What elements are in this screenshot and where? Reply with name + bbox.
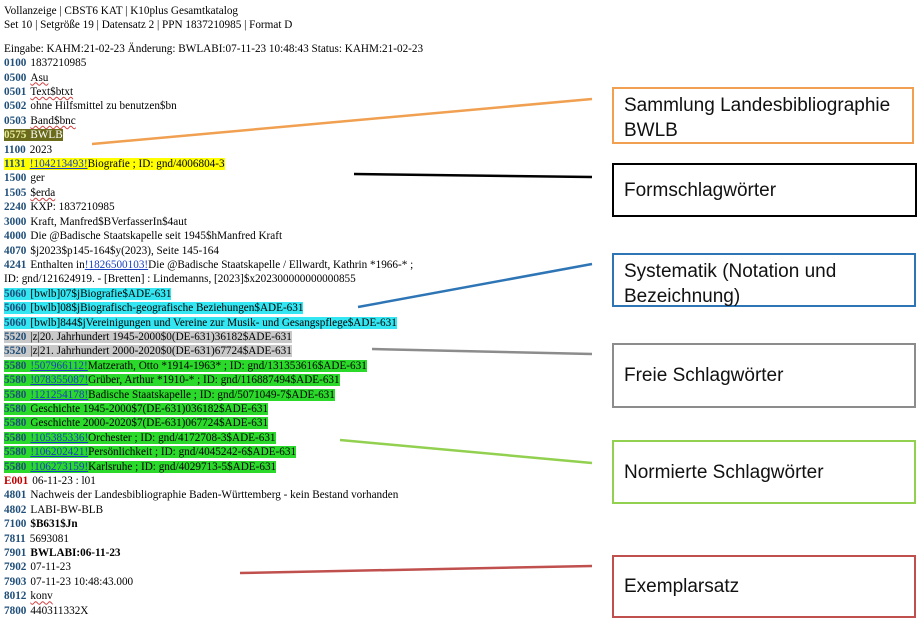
connector-freie: [371, 347, 593, 356]
label-exemplarsatz: Exemplarsatz: [612, 555, 916, 618]
field-7100: 7100$B631$Jn: [4, 518, 78, 531]
field-4241-cont: ID: gnd/121624919. - [Bretten] : Lindema…: [4, 273, 356, 286]
header-line-2: Set 10 | Setgröße 19 | Datensatz 2 | PPN…: [4, 19, 293, 32]
gnd-link[interactable]: !121254178!: [30, 388, 89, 401]
connector-sammlung: [91, 97, 593, 146]
gnd-link[interactable]: !106273159!: [30, 460, 89, 473]
gnd-link[interactable]: !105385336!: [30, 431, 89, 444]
connector-normiert: [339, 438, 593, 465]
field-1131: 1131!104213493!Biografie ; ID: gnd/40068…: [4, 158, 225, 171]
field-5060-b: 5060[bwlb]08$jBiografisch-geografische B…: [4, 302, 304, 315]
field-4070: 4070$j2023$p145-164$y(2023), Seite 145-1…: [4, 244, 219, 257]
field-5580-7: 5580!106202421!Persönlichkeit ; ID: gnd/…: [4, 446, 297, 459]
field-5580-6: 5580!105385336!Orchester ; ID: gnd/41727…: [4, 431, 276, 444]
field-1505: 1505$erda: [4, 186, 56, 199]
label-freie-schlagwoerter: Freie Schlagwörter: [612, 343, 916, 408]
connector-systematik: [357, 262, 593, 309]
label-normierte-schlagwoerter: Normierte Schlagwörter: [612, 440, 916, 504]
status-line: Eingabe: KAHM:21-02-23 Änderung: BWLABI:…: [4, 42, 424, 55]
field-5580-3: 5580!121254178!Badische Staatskapelle ; …: [4, 388, 335, 401]
ppn-link[interactable]: !1826500103!: [84, 258, 149, 271]
field-5580-2: 5580!078355087!Grüber, Arthur *1910-* ; …: [4, 374, 340, 387]
field-5520-a: 5520|z|20. Jahrhundert 1945-2000$0(DE-63…: [4, 330, 292, 343]
label-sammlung: Sammlung Landesbibliographie BWLB: [612, 87, 914, 144]
field-5060-a: 5060[bwlb]07$jBiografie$ADE-631: [4, 287, 172, 300]
gnd-link[interactable]: !507966112!: [30, 359, 88, 372]
gnd-link[interactable]: !104213493!: [29, 158, 88, 171]
header-line-1: Vollanzeige | CBST6 KAT | K10plus Gesamt…: [4, 5, 239, 17]
connector-form: [353, 172, 593, 179]
label-systematik: Systematik (Notation und Bezeichnung): [612, 253, 916, 307]
connector-exemplar: [239, 564, 593, 575]
gnd-link[interactable]: !106202421!: [30, 446, 89, 459]
field-5580-1: 5580!507966112!Matzerath, Otto *1914-196…: [4, 359, 367, 372]
catalog-record: Vollanzeige | CBST6 KAT | K10plus Gesamt…: [4, 4, 474, 618]
gnd-link[interactable]: !078355087!: [30, 374, 89, 387]
field-5520-b: 5520|z|21. Jahrhundert 2000-2020$0(DE-63…: [4, 345, 292, 358]
field-5580-8: 5580!106273159!Karlsruhe ; ID: gnd/40297…: [4, 460, 277, 473]
label-formschlagwoerter: Formschlagwörter: [612, 163, 917, 217]
field-5060-c: 5060[bwlb]844$jVereinigungen und Vereine…: [4, 316, 397, 329]
